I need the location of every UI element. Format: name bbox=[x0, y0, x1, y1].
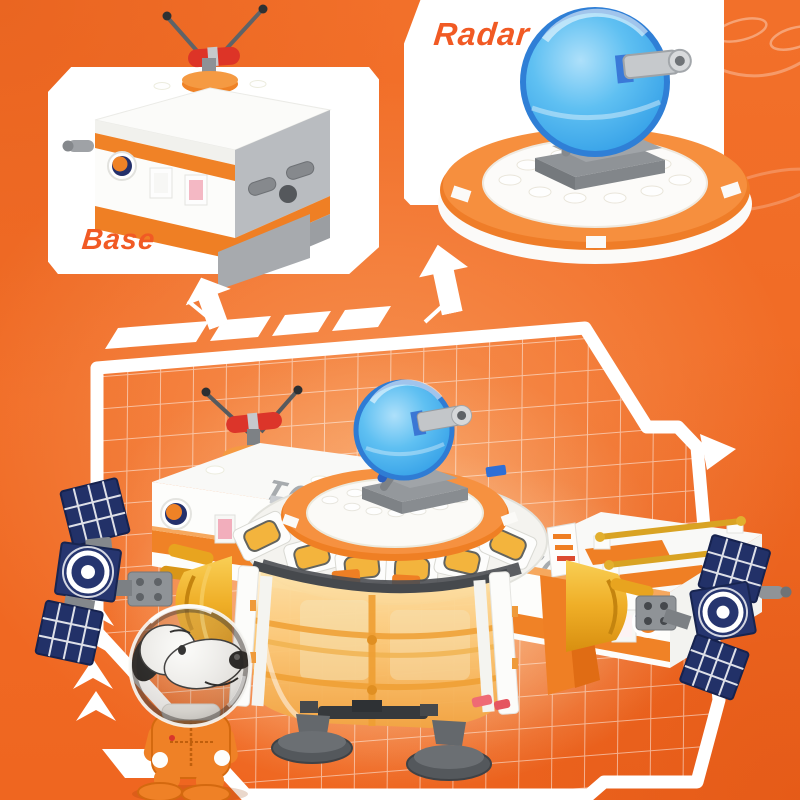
base-module-callout bbox=[62, 4, 332, 290]
slanted-stripes-decor bbox=[105, 299, 450, 349]
right-engine-arm bbox=[566, 560, 692, 652]
solar-panel-icon bbox=[34, 599, 104, 666]
frame-arrowhead-decor bbox=[700, 434, 736, 470]
solar-panel-icon bbox=[59, 477, 131, 547]
station-hub bbox=[228, 379, 548, 781]
suction-feet bbox=[271, 694, 511, 781]
planet-decal-icon bbox=[166, 504, 182, 520]
connector-pins bbox=[248, 161, 315, 203]
base-label: Base bbox=[80, 224, 158, 256]
hub-radar-dish-icon bbox=[353, 379, 473, 514]
snoopy-astronaut-figure bbox=[128, 604, 252, 800]
bullseye-core bbox=[689, 581, 757, 644]
solar-panel-icon bbox=[679, 633, 750, 701]
planet-decal-icon bbox=[112, 156, 128, 172]
radar-dish-icon bbox=[520, 7, 692, 190]
antenna-icon bbox=[226, 411, 282, 434]
left-solar-satellite bbox=[34, 477, 131, 666]
bullseye-core bbox=[54, 541, 122, 603]
right-solar-satellite bbox=[679, 534, 771, 701]
helmet-bubble bbox=[130, 606, 250, 726]
radar-label: Radar bbox=[432, 16, 532, 52]
radar-callout-model bbox=[438, 7, 752, 264]
